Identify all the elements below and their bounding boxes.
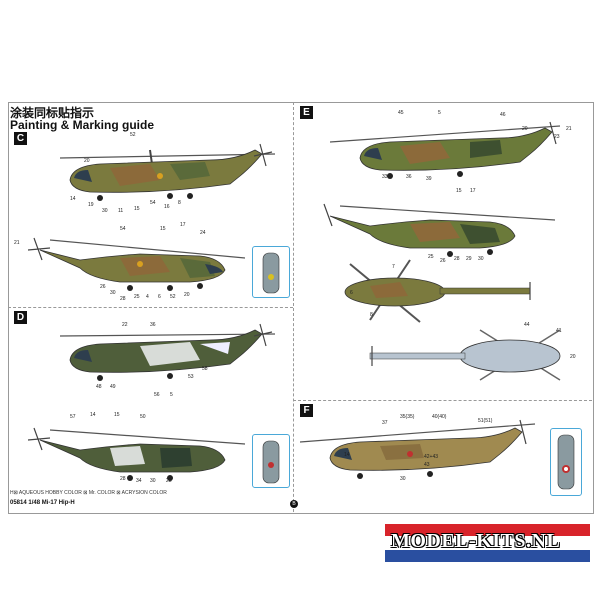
callout-d-top-6: 58 — [202, 366, 208, 372]
callout-e-plan-2: 6 — [350, 290, 353, 296]
helicopter-e-right-view — [323, 203, 556, 257]
helicopter-c-right-view — [27, 237, 246, 291]
callout-e-mid-6: 29 — [466, 256, 472, 262]
callout-e-top-1: 45 — [398, 110, 404, 116]
callout-e-top-7: 33 — [382, 174, 388, 180]
callout-d-bottom-5: 28 — [120, 476, 126, 482]
callout-f-6: 30 — [400, 476, 406, 482]
callout-f-2: 40(40) — [432, 414, 447, 420]
callout-c-bottom-4: 17 — [180, 222, 186, 228]
callout-e-top-8: 36 — [406, 174, 412, 180]
callout-f-8: 43 — [424, 462, 430, 468]
helicopter-e-left-view — [330, 121, 561, 179]
callout-e-mid-3: 25 — [428, 254, 434, 260]
callout-c-bottom-6: 26 — [100, 284, 106, 290]
callout-d-bottom-6: 34 — [136, 478, 142, 484]
paint-legend: H⊠ AQUEOUS HOBBY COLOR ⊠ Mr. COLOR ⊠ ACR… — [10, 490, 167, 496]
detail-inset-d — [252, 434, 290, 488]
kit-footer: 05814 1/48 Mi-17 Hip-H — [10, 500, 75, 506]
callout-c-bottom-13: 20 — [184, 292, 190, 298]
callout-e-mid-4: 26 — [440, 258, 446, 264]
right-horizontal-divider — [293, 400, 592, 401]
banner-text: MODEL-KITS.NL — [391, 530, 561, 552]
detail-inset-c — [252, 246, 290, 298]
callout-d-bottom-1: 57 — [70, 414, 76, 420]
callout-e-mid-5: 28 — [454, 256, 460, 262]
section-f-label: F — [300, 404, 313, 417]
callout-f-7: 42+43 — [424, 454, 439, 460]
callout-f-5: 14 — [344, 452, 350, 458]
callout-e-plan-4: 20 — [570, 354, 576, 360]
callout-d-bottom-2: 14 — [90, 412, 96, 418]
page-marker: B — [290, 500, 298, 508]
callout-d-top-7: 56 — [154, 392, 160, 398]
banner-blue-band — [385, 550, 590, 562]
helicopter-c-left-view — [59, 143, 276, 201]
callout-e-top-5: 23 — [554, 134, 560, 140]
callout-c-top-8: 54 — [150, 200, 156, 206]
callout-f-1: 35(35) — [400, 414, 415, 420]
left-horizontal-divider — [8, 307, 293, 308]
banner-white-band — [385, 536, 590, 550]
callout-c-bottom-12: 52 — [170, 294, 176, 300]
callout-e-plan-5: 44 — [524, 322, 530, 328]
callout-c-bottom-7: 30 — [110, 290, 116, 296]
callout-e-plan-3: 8 — [370, 312, 373, 318]
callout-c-bottom-1: 21 — [14, 240, 20, 246]
vertical-divider — [293, 102, 294, 512]
callout-d-bottom-4: 50 — [140, 414, 146, 420]
callout-d-top-5: 53 — [188, 374, 194, 380]
callout-c-bottom-8: 28 — [120, 296, 126, 302]
callout-e-plan-6: 41 — [556, 328, 562, 334]
section-d-label: D — [14, 311, 27, 324]
callout-d-top-3: 48 — [96, 384, 102, 390]
callout-c-top-6: 11 — [118, 208, 124, 214]
callout-f-4: 37 — [382, 420, 388, 426]
callout-c-bottom-2: 54 — [120, 226, 126, 232]
callout-c-bottom-5: 24 — [200, 230, 206, 236]
callout-e-top-3: 46 — [500, 112, 506, 118]
callout-c-top-1: 52 — [130, 132, 136, 138]
callout-c-top-2: 20 — [84, 158, 90, 164]
title-english: Painting & Marking guide — [10, 118, 155, 132]
callout-e-top-9: 39 — [426, 176, 432, 182]
callout-f-3: 51(51) — [478, 418, 493, 424]
title-chinese: 涂装同标贴指示 — [10, 106, 95, 120]
model-kits-banner[interactable]: MODEL-KITS.NL — [385, 522, 590, 566]
callout-e-top-6: 20 — [522, 126, 528, 132]
callout-d-top-1: 22 — [122, 322, 128, 328]
callout-c-bottom-9: 25 — [134, 294, 140, 300]
callout-e-plan-1: 7 — [392, 264, 395, 270]
callout-c-bottom-3: 15 — [160, 226, 166, 232]
callout-d-top-4: 49 — [110, 384, 116, 390]
banner-red-band — [385, 524, 590, 536]
callout-c-top-5: 30 — [102, 208, 108, 214]
callout-e-mid-2: 17 — [470, 188, 476, 194]
helicopter-e-bottom-view — [369, 329, 561, 381]
callout-d-bottom-8: 28 — [166, 478, 172, 484]
callout-c-bottom-11: 6 — [158, 294, 161, 300]
callout-c-top-4: 19 — [88, 202, 94, 208]
callout-d-bottom-3: 15 — [114, 412, 120, 418]
section-c-label: C — [14, 132, 27, 145]
callout-c-top-7: 15 — [134, 206, 140, 212]
callout-e-top-2: 5 — [438, 110, 441, 116]
callout-c-top-10: 8 — [178, 200, 181, 206]
callout-e-mid-7: 30 — [478, 256, 484, 262]
callout-c-top-3: 14 — [70, 196, 76, 202]
callout-e-mid-1: 15 — [456, 188, 462, 194]
helicopter-d-left-view — [59, 323, 276, 381]
callout-d-bottom-7: 30 — [150, 478, 156, 484]
detail-inset-f — [550, 428, 582, 496]
helicopter-e-top-view — [344, 259, 531, 323]
callout-e-top-4: 21 — [566, 126, 572, 132]
helicopter-d-right-view — [27, 427, 246, 481]
section-e-label: E — [300, 106, 313, 119]
callout-c-bottom-10: 4 — [146, 294, 149, 300]
callout-d-top-2: 36 — [150, 322, 156, 328]
helicopter-f-left-view — [300, 419, 536, 479]
callout-c-top-9: 16 — [164, 204, 170, 210]
callout-d-top-8: 5 — [170, 392, 173, 398]
